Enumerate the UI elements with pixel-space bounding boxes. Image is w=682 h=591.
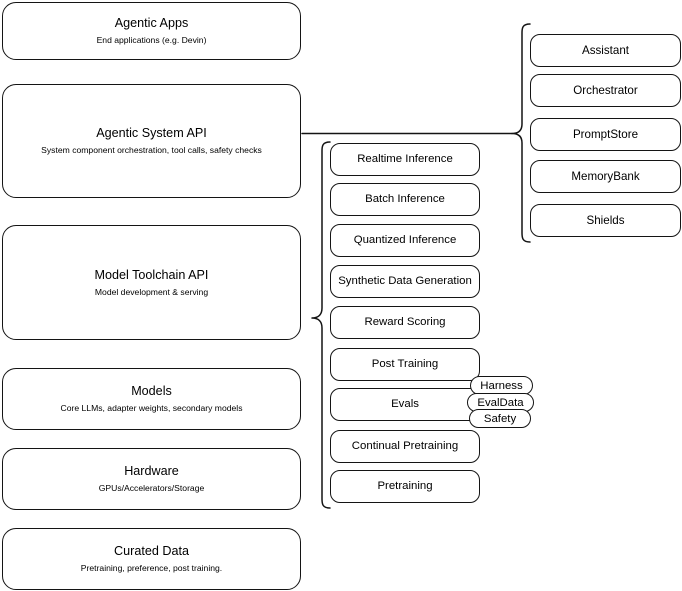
toolchain-label: Batch Inference bbox=[365, 192, 445, 205]
layer-subtitle: End applications (e.g. Devin) bbox=[96, 35, 207, 46]
layer-title: Models bbox=[131, 384, 172, 399]
brace-system-components bbox=[511, 23, 531, 243]
system-label: Assistant bbox=[581, 43, 630, 57]
system-box-shields[interactable]: Shields bbox=[530, 204, 681, 237]
system-box-memorybank[interactable]: MemoryBank bbox=[530, 160, 681, 193]
layer-title: Model Toolchain API bbox=[94, 267, 209, 282]
toolchain-box-evals[interactable]: Evals bbox=[330, 388, 480, 421]
system-box-promptstore[interactable]: PromptStore bbox=[530, 118, 681, 151]
toolchain-label: Quantized Inference bbox=[353, 233, 457, 246]
toolchain-box-batch-inference[interactable]: Batch Inference bbox=[330, 183, 480, 216]
system-label: Shields bbox=[586, 213, 625, 227]
toolchain-box-pretraining[interactable]: Pretraining bbox=[330, 470, 480, 503]
toolchain-box-reward-scoring[interactable]: Reward Scoring bbox=[330, 306, 480, 339]
layer-box-model-toolchain-api[interactable]: Model Toolchain API Model development & … bbox=[2, 225, 301, 340]
layer-title: Hardware bbox=[124, 464, 179, 479]
toolchain-box-continual-pretraining[interactable]: Continual Pretraining bbox=[330, 430, 480, 463]
system-label: Orchestrator bbox=[573, 83, 638, 97]
toolchain-box-realtime-inference[interactable]: Realtime Inference bbox=[330, 143, 480, 176]
toolchain-label: Post Training bbox=[371, 357, 439, 370]
layer-box-curated-data[interactable]: Curated Data Pretraining, preference, po… bbox=[2, 528, 301, 590]
layer-subtitle: System component orchestration, tool cal… bbox=[41, 145, 262, 156]
layer-box-agentic-apps[interactable]: Agentic Apps End applications (e.g. Devi… bbox=[2, 2, 301, 60]
layer-box-hardware[interactable]: Hardware GPUs/Accelerators/Storage bbox=[2, 448, 301, 510]
system-box-orchestrator[interactable]: Orchestrator bbox=[530, 74, 681, 107]
layer-subtitle: Model development & serving bbox=[94, 286, 209, 297]
layer-title: Curated Data bbox=[114, 544, 189, 559]
evals-badge-safety[interactable]: Safety bbox=[469, 409, 531, 428]
toolchain-label: Pretraining bbox=[377, 479, 433, 492]
toolchain-label: Evals bbox=[391, 397, 419, 410]
system-label: PromptStore bbox=[572, 127, 639, 141]
toolchain-box-post-training[interactable]: Post Training bbox=[330, 348, 480, 381]
system-label: MemoryBank bbox=[571, 169, 640, 183]
toolchain-box-quantized-inference[interactable]: Quantized Inference bbox=[330, 224, 480, 257]
brace-toolchain-components bbox=[311, 141, 331, 509]
layer-box-models[interactable]: Models Core LLMs, adapter weights, secon… bbox=[2, 368, 301, 430]
layer-title: Agentic Apps bbox=[114, 16, 189, 31]
system-box-assistant[interactable]: Assistant bbox=[530, 34, 681, 67]
layer-subtitle: Core LLMs, adapter weights, secondary mo… bbox=[60, 403, 243, 414]
toolchain-label: Realtime Inference bbox=[357, 152, 453, 165]
toolchain-label: Reward Scoring bbox=[364, 315, 446, 328]
toolchain-label: Synthetic Data Generation bbox=[338, 274, 472, 287]
layer-subtitle: GPUs/Accelerators/Storage bbox=[98, 483, 205, 494]
toolchain-label: Continual Pretraining bbox=[351, 439, 459, 452]
layer-title: Agentic System API bbox=[96, 126, 207, 141]
layer-box-agentic-system-api[interactable]: Agentic System API System component orch… bbox=[2, 84, 301, 198]
layer-subtitle: Pretraining, preference, post training. bbox=[80, 563, 223, 574]
toolchain-box-synthetic-data-generation[interactable]: Synthetic Data Generation bbox=[330, 265, 480, 298]
